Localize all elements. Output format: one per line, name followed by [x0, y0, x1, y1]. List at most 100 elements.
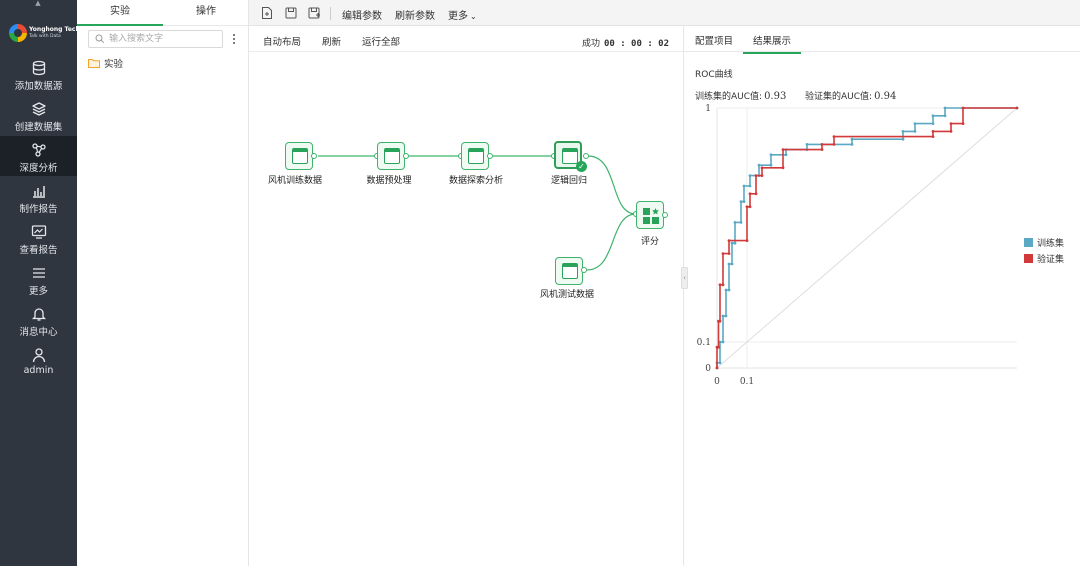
tab-operations[interactable]: 操作: [196, 6, 216, 17]
search-input[interactable]: [109, 32, 219, 46]
point-valid: [760, 166, 764, 170]
point-valid: [781, 166, 785, 170]
regression-icon: [562, 148, 578, 164]
legend-label: 训练集: [1037, 239, 1065, 249]
sidebar-label: 创建数据集: [14, 122, 63, 133]
save-as-icon[interactable]: [307, 6, 321, 20]
edge-test-score: [586, 213, 637, 271]
legend-label: 验证集: [1037, 255, 1065, 265]
output-port[interactable]: [311, 153, 317, 159]
point-train: [913, 130, 917, 133]
point-train: [931, 122, 935, 125]
node-test-data[interactable]: [555, 257, 583, 285]
save-icon[interactable]: [284, 6, 298, 20]
tab-results[interactable]: 结果展示: [743, 33, 802, 54]
tree-item-experiment-folder[interactable]: 实验: [88, 56, 123, 70]
point-train: [769, 163, 773, 167]
sidebar-item-more[interactable]: 更多: [0, 259, 77, 299]
workflow-canvas[interactable]: 风机训练数据 数据预处理 数据探索分析 ✓ 逻辑回归 评分 风机测试数据: [249, 52, 683, 566]
point-train: [724, 288, 728, 292]
output-port[interactable]: [487, 153, 493, 159]
point-valid: [931, 135, 935, 138]
tab-config[interactable]: 配置项目: [695, 36, 734, 47]
sidebar-label: admin: [23, 365, 54, 376]
collapse-panel-icon[interactable]: ‹: [681, 267, 688, 289]
point-valid: [748, 205, 752, 209]
point-valid: [727, 252, 731, 256]
valid-auc-label: 验证集的AUC值:: [805, 92, 873, 102]
sidebar-item-deep-analysis[interactable]: 深度分析: [0, 136, 77, 176]
valid-auc: 验证集的AUC值:0.94: [805, 89, 896, 102]
point-train: [721, 314, 725, 318]
panel-splitter[interactable]: [683, 26, 684, 566]
output-port[interactable]: [403, 153, 409, 159]
point-valid: [721, 252, 725, 256]
node-explore[interactable]: [461, 142, 489, 170]
search-box: [88, 30, 223, 48]
output-port[interactable]: [662, 212, 668, 218]
tab-experiment[interactable]: 实验: [77, 0, 163, 26]
point-train: [742, 184, 746, 188]
legend-train[interactable]: 训练集: [1024, 236, 1064, 249]
edge-logreg-score: [587, 155, 637, 215]
auto-layout-button[interactable]: 自动布局: [263, 37, 302, 48]
monitor-chart-icon: [31, 225, 46, 239]
grid-star-icon: [643, 208, 659, 224]
point-train: [943, 106, 947, 110]
toolbar-divider: [330, 7, 331, 20]
node-label: 评分: [640, 237, 660, 247]
y-tick-label: 0.1: [697, 338, 711, 348]
refresh-params-button[interactable]: 刷新参数: [395, 11, 435, 22]
more-options-icon[interactable]: [230, 33, 238, 45]
point-train: [850, 143, 854, 146]
node-preprocess[interactable]: [377, 142, 405, 170]
point-train: [748, 184, 752, 188]
workflow-edges: [318, 155, 637, 271]
more-menu-button[interactable]: 更多⌄: [448, 7, 477, 22]
point-train: [943, 114, 947, 118]
sidebar-item-add-datasource[interactable]: 添加数据源: [0, 54, 77, 94]
point-train: [733, 221, 737, 224]
point-train: [718, 361, 722, 365]
sidebar-item-create-dataset[interactable]: 创建数据集: [0, 95, 77, 135]
legend-swatch-train: [1024, 238, 1033, 247]
x-tick-label: 0: [714, 377, 720, 387]
sidebar-item-view-report[interactable]: 查看报告: [0, 218, 77, 258]
point-valid: [745, 239, 749, 243]
run-all-button[interactable]: 运行全部: [362, 37, 401, 48]
collapse-arrow-icon[interactable]: ▲: [35, 0, 41, 7]
sidebar-item-make-report[interactable]: 制作报告: [0, 177, 77, 217]
success-check-icon: ✓: [576, 161, 587, 172]
point-valid: [1015, 106, 1019, 110]
sidebar-label: 添加数据源: [14, 81, 63, 92]
sidebar-label: 查看报告: [19, 245, 58, 256]
point-valid: [781, 148, 785, 151]
chevron-down-icon: ⌄: [470, 12, 477, 21]
edit-params-button[interactable]: 编辑参数: [342, 11, 382, 22]
transform-icon: [384, 148, 400, 164]
refresh-button[interactable]: 刷新: [322, 37, 342, 48]
node-score[interactable]: [636, 201, 664, 229]
point-valid: [721, 283, 725, 287]
new-file-icon[interactable]: [260, 6, 274, 20]
point-valid: [718, 283, 722, 287]
sidebar-label: 消息中心: [19, 327, 58, 338]
sidebar-item-messages[interactable]: 消息中心: [0, 300, 77, 340]
result-panel-tabs: 配置项目 结果展示: [684, 26, 1080, 54]
output-port[interactable]: [581, 267, 587, 273]
legend-valid[interactable]: 验证集: [1024, 252, 1064, 265]
point-train: [850, 137, 854, 141]
point-valid: [949, 122, 953, 125]
menu-icon: [32, 268, 45, 278]
point-valid: [949, 130, 953, 133]
output-port[interactable]: [583, 153, 589, 159]
sidebar-label: 制作报告: [19, 204, 58, 215]
sidebar-item-admin[interactable]: admin: [0, 341, 77, 381]
point-valid: [931, 130, 935, 133]
node-train-data[interactable]: [285, 142, 313, 170]
point-valid: [832, 143, 836, 146]
valid-auc-value: 0.94: [874, 91, 897, 102]
sql-table-icon: [292, 148, 308, 164]
